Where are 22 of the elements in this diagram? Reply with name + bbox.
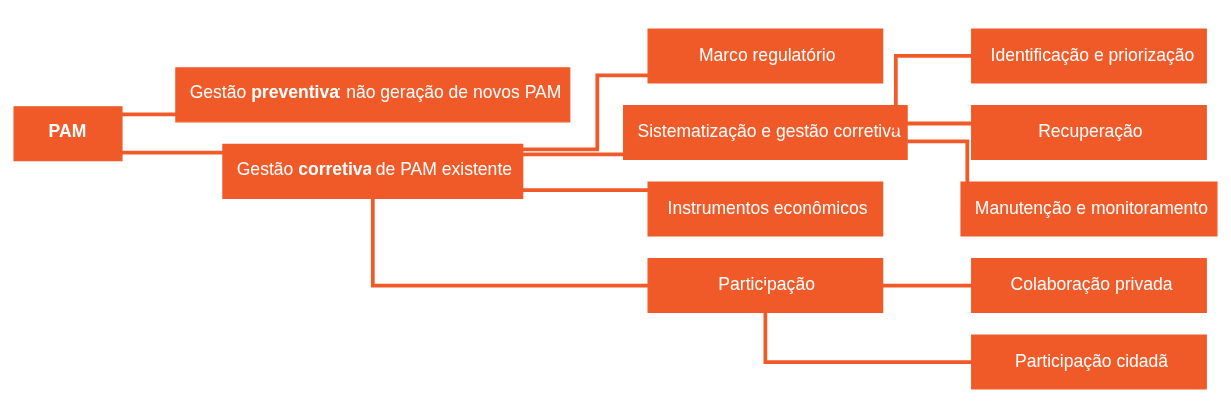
node-box: Gestão corretiva de PAM existente xyxy=(222,143,524,199)
node-box: Manutenção e monitoramento xyxy=(960,180,1218,237)
node-box: Marco regulatório xyxy=(647,27,884,84)
node-box: Sistematização e gestão corretiva xyxy=(623,104,908,160)
node-box: Participação cidadã xyxy=(971,333,1207,390)
node-box: Identificação e priorização xyxy=(971,27,1207,84)
node-box: Colaboração privada xyxy=(971,257,1207,313)
node-box: Recuperação xyxy=(971,104,1207,160)
connector xyxy=(370,170,649,287)
connector xyxy=(522,152,624,156)
node-box: PAM xyxy=(13,105,123,161)
node-box: Participação xyxy=(647,257,884,313)
connector xyxy=(893,53,973,132)
connector xyxy=(522,73,649,151)
connector xyxy=(121,150,224,154)
node-box: Gestão preventiva: não geração de novos PAM xyxy=(175,66,571,122)
connector xyxy=(763,285,973,364)
connector xyxy=(121,111,176,116)
connector xyxy=(522,187,649,192)
node-box: Instrumentos econômicos xyxy=(647,180,884,237)
connector xyxy=(882,283,973,287)
connector xyxy=(907,121,973,125)
